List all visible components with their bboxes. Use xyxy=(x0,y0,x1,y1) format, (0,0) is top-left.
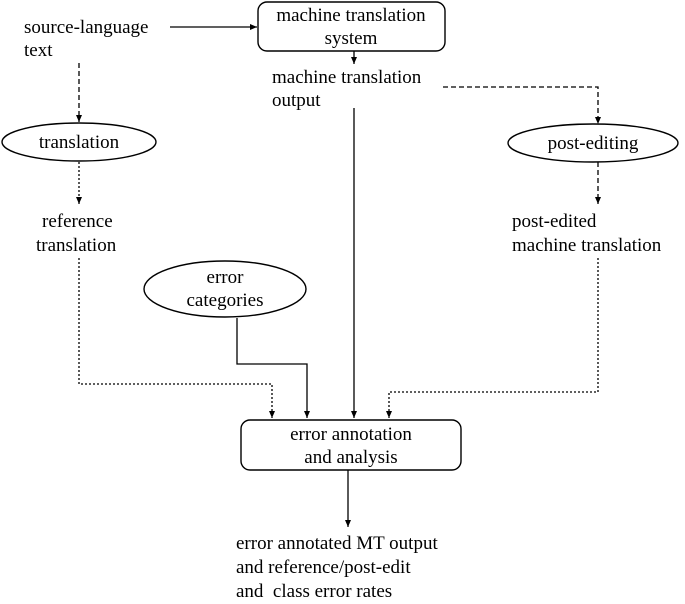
arrow-categories-to-annotation xyxy=(236,318,310,418)
translation-label: translation xyxy=(39,132,120,153)
post-edited-mt-line2: machine translation xyxy=(512,235,662,256)
source-text-line2: text xyxy=(24,40,53,61)
error-categories-node: error categories xyxy=(143,260,307,318)
arrow-output-to-post-editing xyxy=(443,86,601,124)
mt-output-line1: machine translation xyxy=(272,67,422,88)
mt-system-node: machine translation system xyxy=(257,1,446,52)
arrow-post-edited-to-annotation xyxy=(386,258,599,418)
post-editing-ellipse xyxy=(507,123,679,163)
mt-system-line2: system xyxy=(325,28,378,49)
reference-translation-line2: translation xyxy=(36,235,117,256)
reference-translation-node: reference translation xyxy=(36,211,117,256)
error-categories-line2: categories xyxy=(186,290,263,311)
source-text-node: source-language text xyxy=(24,17,149,61)
error-annotation-node: error annotation and analysis xyxy=(240,419,462,471)
arrow-reference-to-annotation xyxy=(78,258,275,418)
result-line3: and class error rates xyxy=(236,581,392,602)
error-annotation-line1: error annotation xyxy=(290,424,412,445)
reference-translation-line1: reference xyxy=(42,211,113,232)
mt-output-node: machine translation output xyxy=(272,67,422,111)
error-annotation-box xyxy=(240,419,462,471)
result-line1: error annotated MT output xyxy=(236,533,438,554)
post-editing-label: post-editing xyxy=(548,133,639,154)
error-categories-ellipse xyxy=(143,260,307,318)
post-edited-mt-node: post-edited machine translation xyxy=(512,211,662,256)
error-categories-line1: error xyxy=(207,267,245,288)
translation-ellipse xyxy=(1,122,157,162)
mt-system-line1: machine translation xyxy=(276,5,426,26)
mt-output-line2: output xyxy=(272,90,321,111)
mt-system-box xyxy=(257,1,446,52)
translation-node: translation xyxy=(1,122,157,162)
error-annotation-line2: and analysis xyxy=(304,447,397,468)
post-edited-mt-line1: post-edited xyxy=(512,211,597,232)
result-node: error annotated MT output and reference/… xyxy=(236,533,438,602)
source-text-line1: source-language xyxy=(24,17,149,38)
result-line2: and reference/post-edit xyxy=(236,557,411,578)
post-editing-node: post-editing xyxy=(507,123,679,163)
